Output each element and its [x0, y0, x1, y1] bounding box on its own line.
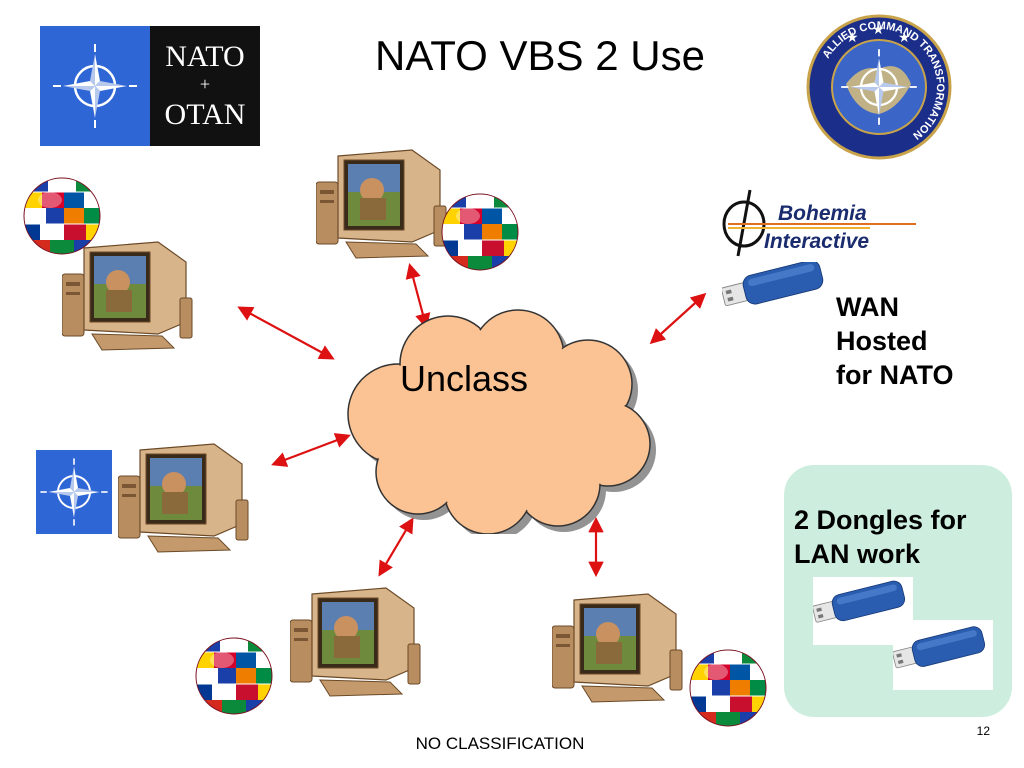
wan-label: WAN Hosted for NATO: [836, 290, 954, 392]
dongle-card: [893, 620, 993, 690]
usb-dongle-icon: [893, 620, 993, 690]
wan-line: WAN: [836, 290, 954, 324]
arrow-left: [274, 436, 348, 464]
computer-icon: [62, 238, 202, 358]
nato-flag-icon: [36, 450, 112, 534]
usb-dongle-icon: [722, 262, 832, 332]
classification-footer: NO CLASSIFICATION: [300, 734, 700, 754]
wan-line: Hosted: [836, 324, 954, 358]
flag-globe-icon: [194, 636, 274, 716]
computer-icon: [290, 584, 430, 704]
computer-icon: [118, 440, 258, 560]
lan-line: 2 Dongles for: [794, 503, 967, 537]
computer-icon: [316, 146, 456, 266]
flag-globe-icon: [22, 176, 102, 256]
arrow-top-left: [240, 308, 332, 358]
cloud-label: Unclass: [400, 358, 528, 400]
wan-line: for NATO: [836, 358, 954, 392]
flag-globe-icon: [688, 648, 768, 728]
lan-label: 2 Dongles for LAN work: [794, 503, 967, 571]
computer-icon: [552, 590, 692, 710]
unclass-network-cloud: [338, 304, 668, 534]
page-number: 12: [960, 724, 990, 738]
lan-line: LAN work: [794, 537, 967, 571]
flag-globe-icon: [440, 192, 520, 272]
